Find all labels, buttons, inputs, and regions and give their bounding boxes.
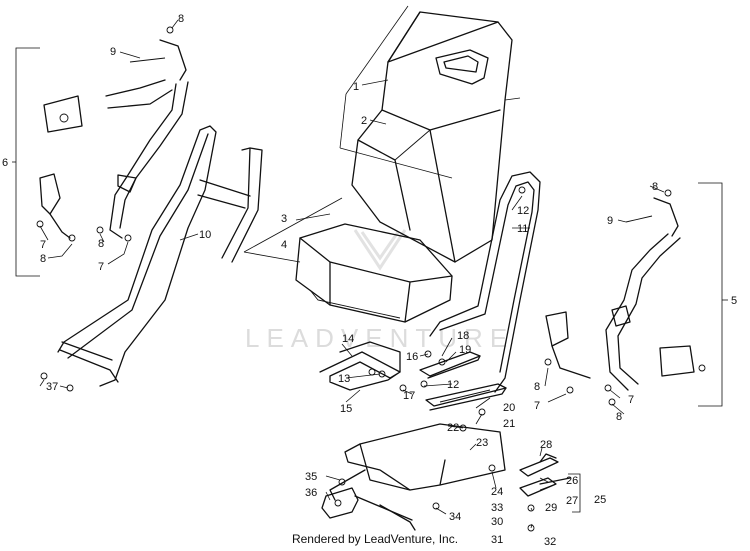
callout-31: 31 xyxy=(491,534,503,546)
callout-8: 8 xyxy=(178,13,184,25)
callout-8: 8 xyxy=(652,181,658,193)
callout-7: 7 xyxy=(534,400,540,412)
watermark-text: LEADVENTURE xyxy=(245,323,514,353)
callout-36: 36 xyxy=(305,487,317,499)
callout-24: 24 xyxy=(491,486,503,498)
callout-1: 1 xyxy=(353,81,359,93)
callout-27: 27 xyxy=(566,495,578,507)
callout-12: 12 xyxy=(447,379,459,391)
callout-15: 15 xyxy=(340,403,352,415)
seat-back xyxy=(351,11,513,263)
callout-10: 10 xyxy=(199,229,211,241)
right-seat-frame xyxy=(429,171,541,393)
right-seatbelt-assembly xyxy=(544,189,706,406)
callout-7: 7 xyxy=(98,261,104,273)
watermark: LEADVENTURE xyxy=(245,229,514,353)
callout-30: 30 xyxy=(491,516,503,528)
callout-3: 3 xyxy=(281,213,287,225)
callout-leaders xyxy=(39,19,665,529)
callout-11: 11 xyxy=(517,223,528,235)
callout-23: 23 xyxy=(476,437,488,449)
seat-base xyxy=(329,423,506,531)
callout-13: 13 xyxy=(338,373,350,385)
callout-19: 19 xyxy=(459,344,471,356)
callout-9: 9 xyxy=(110,46,116,58)
callout-22: 22 xyxy=(447,422,459,434)
callout-8: 8 xyxy=(534,381,540,393)
callout-7: 7 xyxy=(40,239,46,251)
assembly-bracket-lines xyxy=(243,5,521,263)
latch-assembly xyxy=(519,453,581,532)
callout-20: 20 xyxy=(503,402,515,414)
callout-5: 5 xyxy=(731,295,737,307)
seat-cushion xyxy=(295,223,453,323)
left-seat-frame xyxy=(57,125,263,387)
callout-7: 7 xyxy=(628,394,634,406)
callout-29: 29 xyxy=(545,502,557,514)
callout-28: 28 xyxy=(540,439,552,451)
left-seatbelt-assembly xyxy=(36,26,189,242)
callout-12: 12 xyxy=(517,205,529,217)
callout-labels: 1 2 3 4 5 6 7 7 7 7 7 8 8 8 8 8 8 9 9 10… xyxy=(2,13,737,548)
seat-slider-rail xyxy=(425,383,507,411)
seat-bracket-right xyxy=(419,351,481,379)
callout-2: 2 xyxy=(361,115,367,127)
seat-bracket-left xyxy=(319,341,401,391)
group-brackets xyxy=(12,47,728,407)
callout-16: 16 xyxy=(406,351,418,363)
rendered-by-credit: Rendered by LeadVenture, Inc. xyxy=(291,532,459,546)
callout-25: 25 xyxy=(594,494,606,506)
callout-8: 8 xyxy=(616,411,622,423)
callout-21: 21 xyxy=(503,418,515,430)
callout-6: 6 xyxy=(2,157,8,169)
callout-17: 17 xyxy=(403,390,415,402)
callout-8: 8 xyxy=(98,238,104,250)
callout-32: 32 xyxy=(544,536,556,548)
callout-4: 4 xyxy=(281,239,287,251)
bracket-36 xyxy=(321,487,359,519)
callout-8: 8 xyxy=(40,253,46,265)
hardware-fasteners xyxy=(40,350,496,510)
callout-9: 9 xyxy=(607,215,613,227)
callout-33: 33 xyxy=(491,502,503,514)
callout-14: 14 xyxy=(342,333,354,345)
callout-34: 34 xyxy=(449,511,461,523)
callout-26: 26 xyxy=(566,475,578,487)
callout-18: 18 xyxy=(457,330,469,342)
callout-35: 35 xyxy=(305,471,317,483)
callout-37: 37 xyxy=(46,381,58,393)
